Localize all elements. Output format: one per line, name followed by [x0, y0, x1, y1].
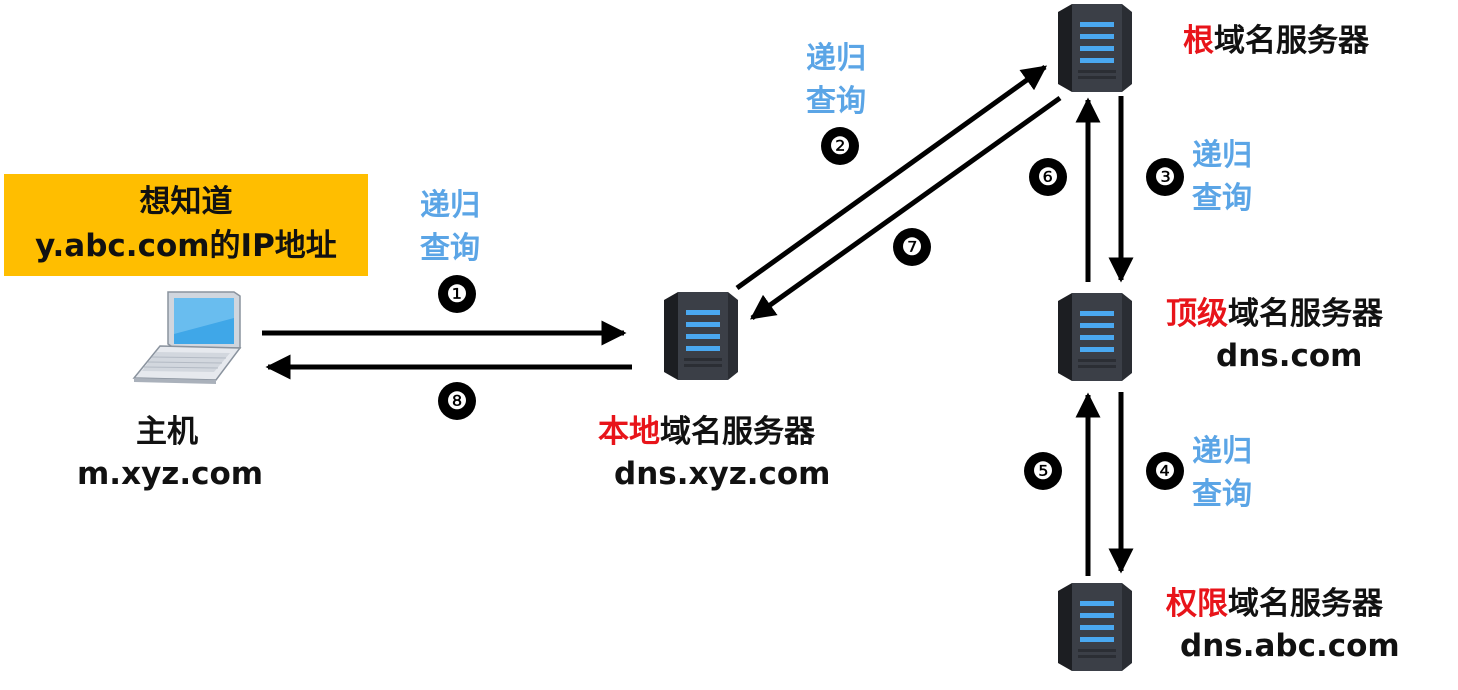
query-label: 递归 查询	[806, 37, 866, 123]
step-8-badge: ❽	[438, 382, 476, 420]
server-icon	[1058, 293, 1132, 381]
server-icon	[1058, 583, 1132, 671]
step-2-badge: ❷	[821, 127, 859, 165]
auth-dns-accent: 权限	[1166, 586, 1228, 622]
server-icon	[1058, 4, 1132, 92]
step-3-badge: ❸	[1146, 158, 1184, 196]
step-4-badge: ❹	[1146, 452, 1184, 490]
query-label-line1: 递归	[1192, 434, 1252, 469]
tld-dns-accent: 顶级	[1166, 296, 1228, 332]
auth-dns-address: dns.abc.com	[1180, 628, 1400, 664]
arrow-root-to-local	[749, 95, 1062, 321]
step-5-badge: ❺	[1024, 452, 1062, 490]
root-dns-name-rest: 域名服务器	[1214, 23, 1369, 59]
root-dns-name: 根域名服务器	[1183, 21, 1369, 61]
auth-dns-name-rest: 域名服务器	[1228, 586, 1383, 622]
goal-note-line2: y.abc.com的IP地址	[35, 228, 337, 264]
tld-dns-name: 顶级域名服务器	[1166, 294, 1383, 334]
query-label-line1: 递归	[1192, 138, 1252, 173]
local-dns-name: 本地域名服务器	[598, 412, 815, 452]
step-7-badge: ❼	[893, 228, 931, 266]
query-label: 递归 查询	[1192, 430, 1252, 516]
local-dns-accent: 本地	[598, 414, 660, 450]
local-dns-address: dns.xyz.com	[614, 456, 831, 492]
step-1-badge: ❶	[438, 275, 476, 313]
root-dns-accent: 根	[1183, 23, 1214, 59]
goal-note: 想知道 y.abc.com的IP地址	[4, 174, 368, 276]
query-label-line1: 递归	[420, 188, 480, 223]
query-label: 递归 查询	[1192, 134, 1252, 220]
host-address: m.xyz.com	[77, 456, 264, 492]
laptop-icon	[132, 291, 242, 384]
arrow-local-to-root	[735, 64, 1048, 291]
host-name: 主机	[136, 414, 198, 450]
goal-note-line1: 想知道	[139, 184, 233, 220]
local-dns-name-rest: 域名服务器	[660, 414, 815, 450]
tld-dns-name-rest: 域名服务器	[1228, 296, 1383, 332]
query-label-line2: 查询	[1192, 181, 1252, 216]
query-label-line2: 查询	[420, 231, 480, 266]
step-6-badge: ❻	[1029, 158, 1067, 196]
query-label-line2: 查询	[1192, 477, 1252, 512]
query-label-line2: 查询	[806, 84, 866, 119]
server-icon	[664, 292, 738, 380]
tld-dns-address: dns.com	[1216, 338, 1363, 374]
auth-dns-name: 权限域名服务器	[1166, 584, 1383, 624]
query-label: 递归 查询	[420, 184, 480, 270]
query-label-line1: 递归	[806, 41, 866, 76]
